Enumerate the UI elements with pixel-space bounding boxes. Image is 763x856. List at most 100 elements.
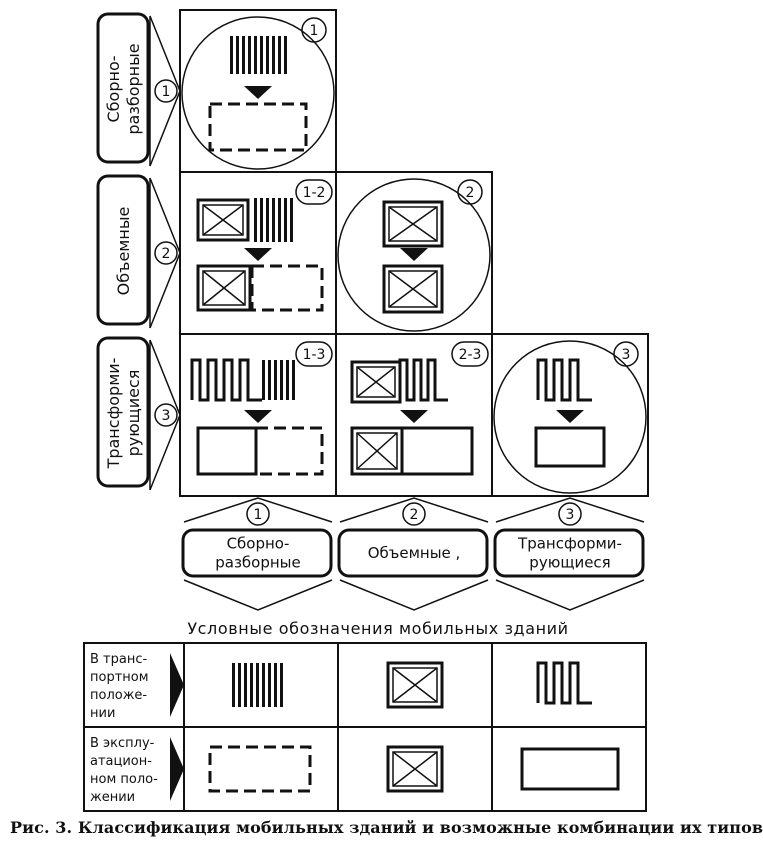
combination-badge: 2-3 (451, 341, 489, 367)
transformed-unit-outline (520, 747, 620, 791)
badge-label: 3 (566, 507, 575, 523)
type-box (181, 528, 333, 578)
transformed-unit-outline (196, 426, 258, 476)
fold-line (190, 358, 262, 402)
row-arrow-wedge (149, 339, 181, 491)
combination-badge: 1 (301, 17, 327, 43)
panel-bar (272, 198, 275, 242)
badge-circle (154, 403, 178, 427)
transformed-unit-outline (534, 426, 606, 468)
panel-bar (280, 360, 283, 400)
badge-circle (613, 341, 639, 367)
pure-type-circle (493, 340, 647, 494)
pure-type-circle (337, 178, 491, 332)
module-inner (388, 270, 438, 308)
left-type-label-3: 3 Трансформи-рующиеся (96, 336, 181, 491)
panel-bar (278, 36, 281, 74)
matrix-cell-1-3: 1-3 (179, 333, 337, 497)
panel-bar (242, 36, 245, 74)
combination-badge: 1-2 (295, 179, 333, 205)
column-arrow-wedge-lower (339, 579, 489, 611)
module-inner (202, 270, 246, 306)
row-arrow-wedge (149, 15, 181, 167)
panel-bar (238, 663, 241, 707)
column-arrow-wedge-lower (183, 579, 333, 611)
matrix-cell-2: 2 (335, 171, 493, 335)
matrix-cell-3: 3 (491, 333, 649, 497)
volumetric-module-icon (350, 360, 402, 404)
unfolded-panels-outline (208, 745, 312, 793)
badge-label: 3 (622, 347, 631, 363)
rotated-label: Трансформи-рующиеся (104, 358, 143, 470)
column-arrow-wedge-lower (495, 579, 645, 611)
legend-label-line: нии (90, 706, 115, 721)
badge-label: 2 (466, 185, 475, 201)
volumetric-module-icon (350, 426, 404, 476)
panel-bar (290, 198, 293, 242)
legend-row-2: В эксплу-атацион-ном поло-жении (83, 726, 647, 812)
badge-pill (295, 341, 333, 367)
arrow-down-icon (400, 410, 428, 423)
unfolded-panels-outline (208, 102, 308, 152)
volumetric-module-icon (196, 198, 250, 242)
legend-label-line: В транс- (90, 652, 147, 667)
folded-unit-icon (536, 358, 592, 402)
panel-bar (256, 663, 259, 707)
badge-label: 3 (162, 408, 171, 424)
left-type-label-1: 1 Сборно-разборные (96, 12, 181, 167)
type-box (493, 528, 645, 578)
cell-frame (491, 333, 649, 497)
fold-line (536, 661, 592, 705)
arrow-down-icon (244, 248, 272, 261)
type-label-line: Объемные (114, 207, 133, 296)
rotated-label: Сборно-разборные (104, 43, 143, 134)
column-arrow-wedge (183, 497, 333, 523)
badge-label: 1 (162, 84, 171, 100)
panel-bar (268, 360, 271, 400)
arrow-down-icon (244, 410, 272, 423)
module-diagonal (202, 204, 244, 236)
panel-bar (284, 36, 287, 74)
volumetric-module-icon (382, 200, 444, 248)
stacked-panels-icon (232, 663, 283, 707)
arrow-down-icon (400, 248, 428, 261)
panel-bar (262, 360, 265, 400)
module-diagonal (388, 270, 438, 308)
fold-line (536, 358, 592, 402)
badge-pill (451, 341, 489, 367)
type-number-badge: 2 (402, 502, 426, 526)
volumetric-module-icon (386, 745, 444, 793)
panel-bar (266, 36, 269, 74)
combination-badge: 3 (613, 341, 639, 367)
type-label-line: Трансформи- (104, 358, 123, 470)
panel-bar (274, 360, 277, 400)
legend-label-line: ном поло- (90, 772, 158, 787)
badge-circle (154, 241, 178, 265)
legend-label-line: атацион- (90, 754, 152, 769)
panel-bar (260, 36, 263, 74)
legend-label-line: В эксплу- (90, 736, 155, 751)
type-label-line: Сборно- (104, 55, 123, 122)
badge-circle (558, 502, 582, 526)
combination-badge: 1-3 (295, 341, 333, 367)
type-box (337, 528, 489, 578)
badge-circle (154, 79, 178, 103)
folded-unit-icon (398, 358, 448, 402)
column-arrow-wedge (495, 497, 645, 523)
module-outline (382, 200, 444, 248)
panel-bar (254, 198, 257, 242)
stacked-panels-icon (254, 198, 293, 242)
type-label-line: Трансформи- (517, 535, 622, 553)
left-type-labels: 1Сборно-разборные2Объемные3Трансформи-ру… (96, 12, 181, 491)
volumetric-module-icon (196, 264, 252, 312)
type-box (96, 174, 150, 326)
panel-bar (292, 360, 295, 400)
module-inner (356, 366, 396, 398)
panel-bar (254, 36, 257, 74)
panel-bar (278, 198, 281, 242)
module-diagonal (202, 270, 246, 306)
